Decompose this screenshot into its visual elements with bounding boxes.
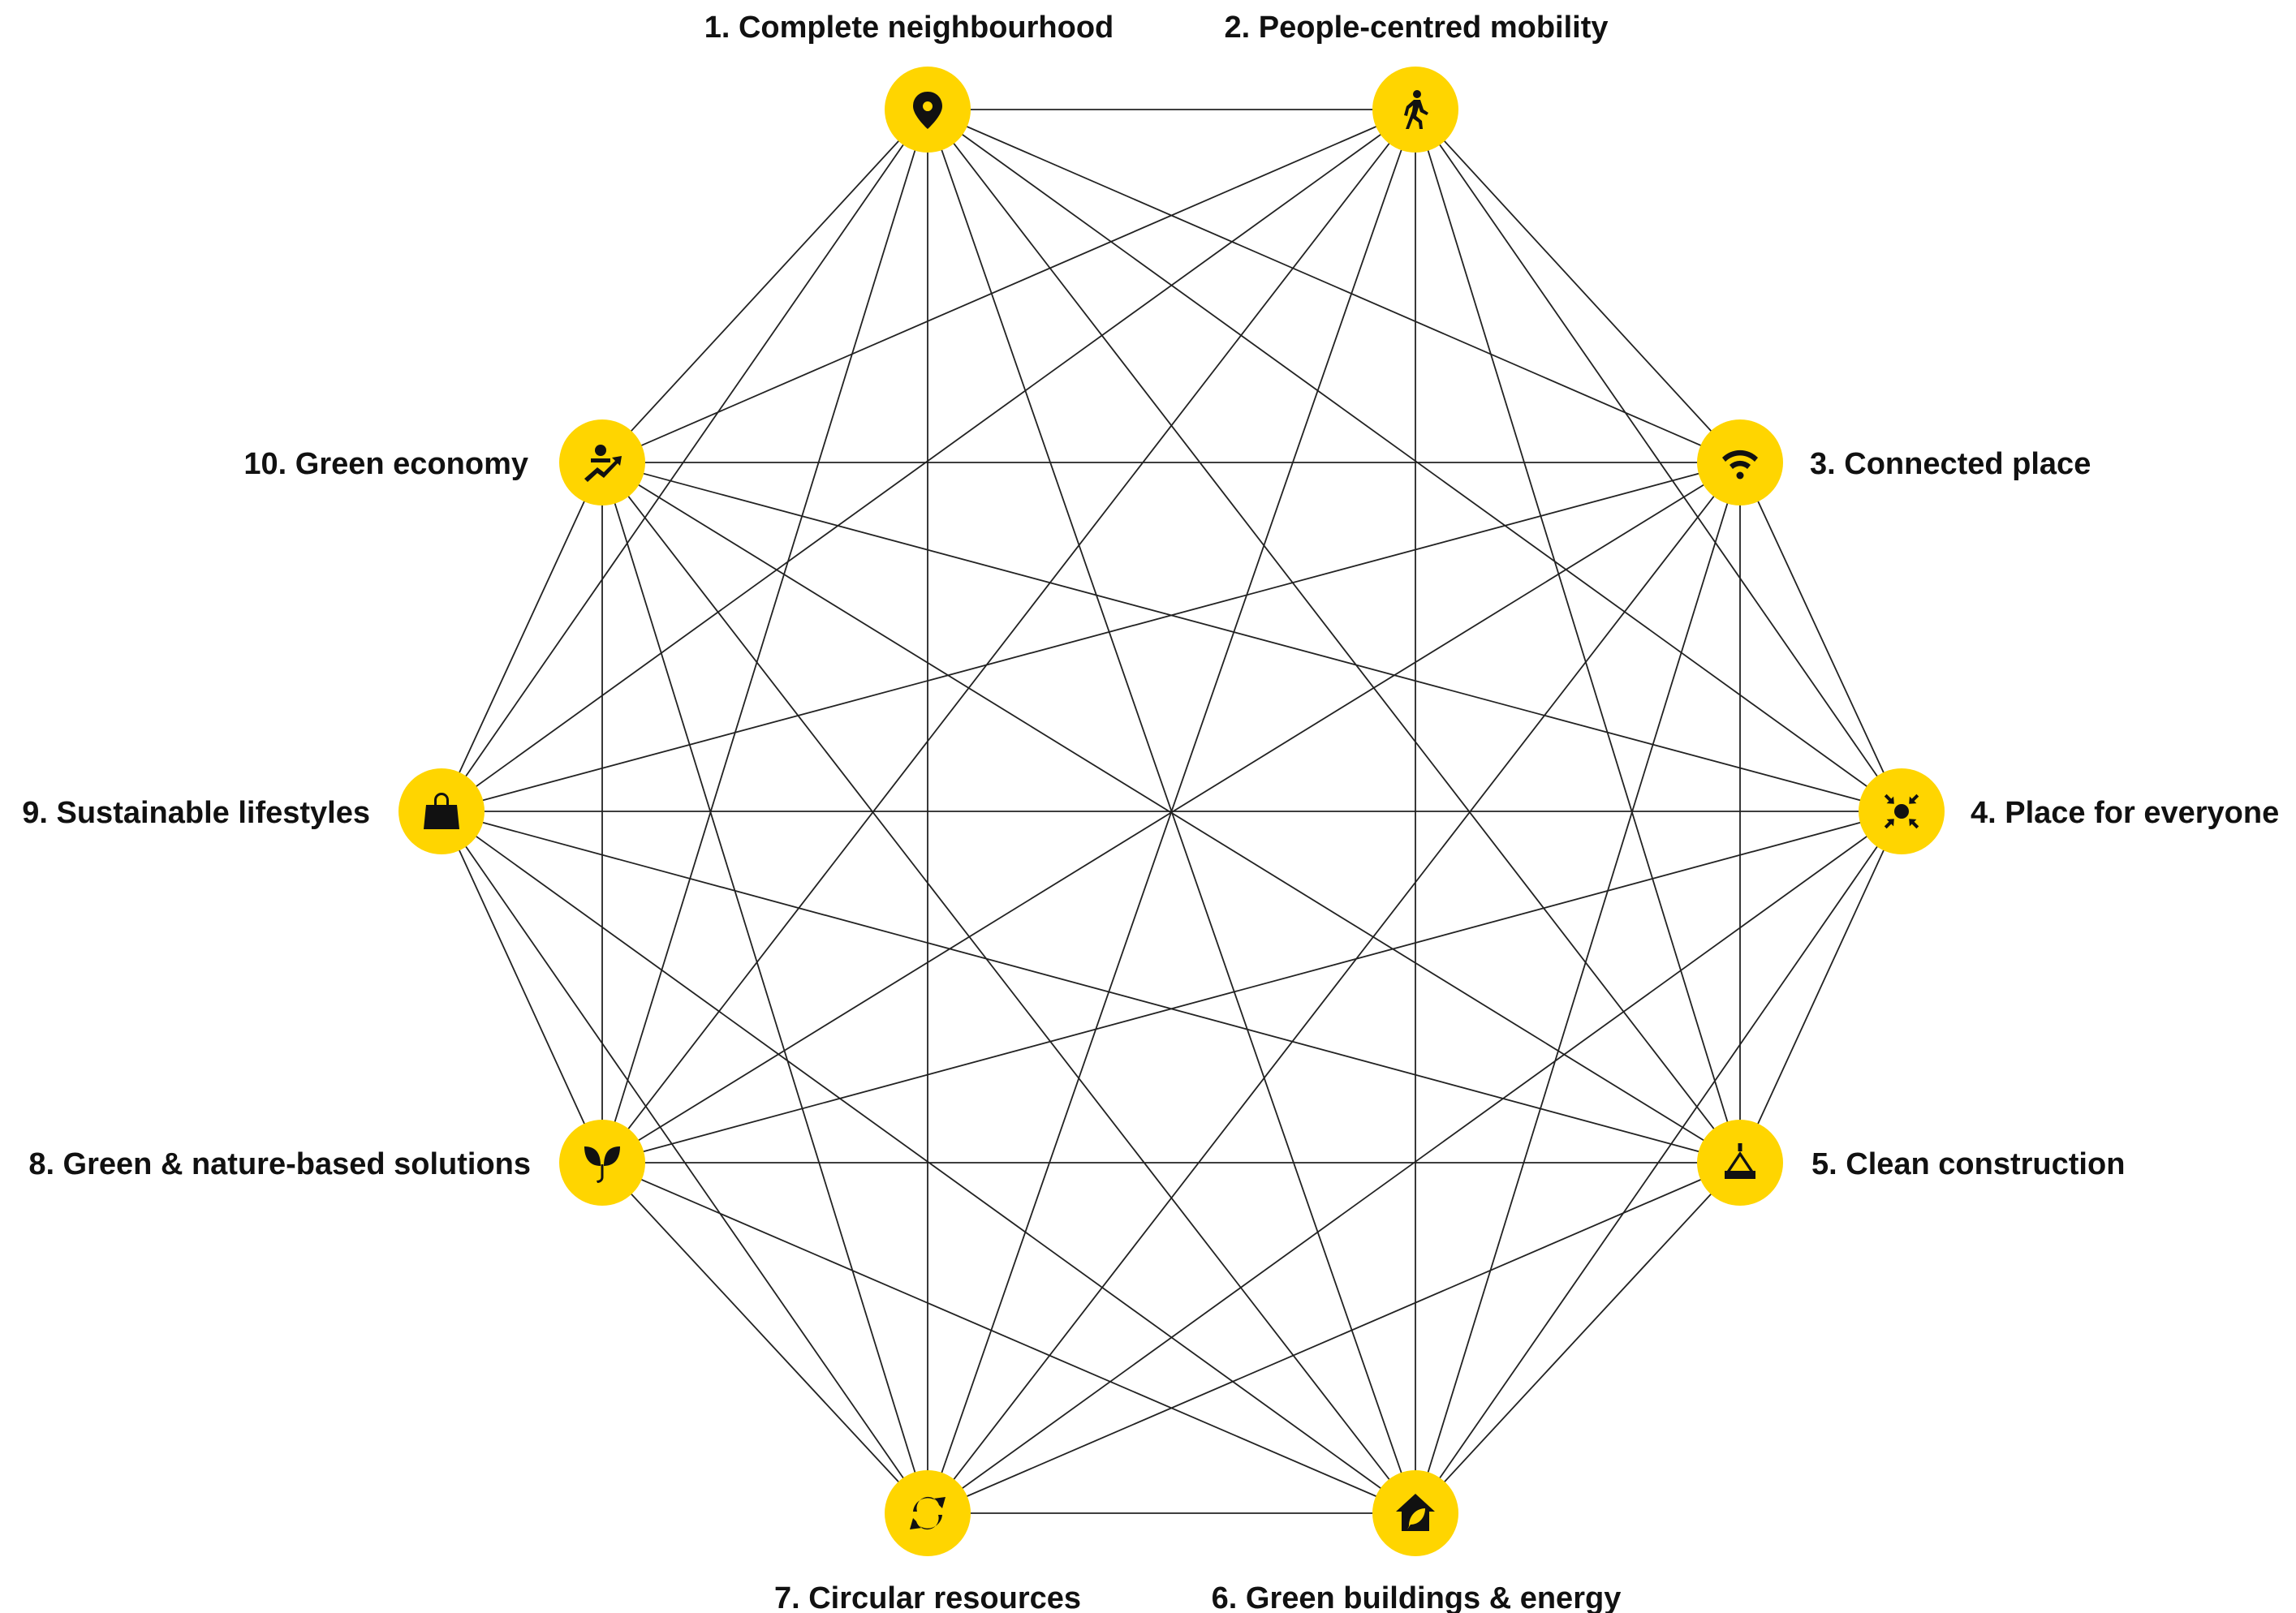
connection-line-8-9 — [441, 811, 603, 1164]
node-circular-resources: 7. Circular resources — [774, 1470, 1081, 1613]
connection-line-1-3 — [927, 109, 1741, 463]
node-label: 1. Complete neighbourhood — [704, 11, 1114, 45]
connection-line-1-10 — [601, 109, 928, 463]
node-place-for-everyone: 4. Place for everyone — [1859, 768, 2279, 854]
connection-line-1-5 — [927, 109, 1741, 1164]
node-label: 8. Green & nature-based solutions — [28, 1147, 531, 1181]
connection-line-3-9 — [441, 462, 1741, 812]
growth-person-icon — [584, 445, 622, 482]
connection-line-5-7 — [927, 1162, 1741, 1514]
connection-line-1-8 — [601, 109, 928, 1164]
node-sustainable-lifestyles: 9. Sustainable lifestyles — [22, 768, 485, 854]
node-label: 10. Green economy — [243, 447, 528, 481]
converging-arrows-icon — [1884, 794, 1919, 829]
connection-line-2-9 — [441, 109, 1416, 812]
connection-line-2-4 — [1415, 109, 1902, 812]
node-label: 2. People-centred mobility — [1225, 11, 1609, 45]
connection-line-4-5 — [1739, 811, 1902, 1164]
sprout-icon — [584, 1146, 620, 1183]
node-connected-place: 3. Connected place — [1697, 419, 2091, 505]
green-house-icon — [1396, 1494, 1435, 1531]
connection-line-5-9 — [441, 811, 1741, 1164]
connection-line-1-4 — [927, 109, 1902, 812]
connection-line-6-10 — [601, 462, 1416, 1514]
connection-line-3-4 — [1739, 462, 1902, 812]
connection-line-5-6 — [1415, 1162, 1741, 1514]
node-green-nature-based-solutions: 8. Green & nature-based solutions — [28, 1120, 645, 1206]
recycle-arrows-icon — [910, 1496, 946, 1530]
node-green-economy: 10. Green economy — [243, 419, 645, 505]
map-pin-icon — [913, 92, 942, 129]
connection-line-6-8 — [601, 1162, 1416, 1514]
node-label: 3. Connected place — [1810, 447, 2091, 481]
connection-line-9-10 — [441, 462, 603, 812]
connection-line-3-6 — [1415, 462, 1741, 1514]
node-label: 4. Place for everyone — [1971, 796, 2279, 830]
connection-line-6-9 — [441, 811, 1416, 1514]
connection-line-7-10 — [601, 462, 928, 1514]
crane-hook-icon — [1725, 1143, 1755, 1179]
connection-line-2-3 — [1415, 109, 1741, 463]
node-clean-construction: 5. Clean construction — [1697, 1120, 2125, 1206]
node-label: 6. Green buildings & energy — [1212, 1581, 1622, 1613]
node-label: 9. Sustainable lifestyles — [22, 796, 370, 830]
connection-line-7-8 — [601, 1162, 928, 1514]
node-label: 7. Circular resources — [774, 1581, 1081, 1613]
connection-line-4-10 — [601, 462, 1902, 812]
connection-line-7-9 — [441, 811, 928, 1514]
node-complete-neighbourhood: 1. Complete neighbourhood — [704, 11, 1114, 153]
shopping-bag-icon — [424, 793, 459, 829]
node-label: 5. Clean construction — [1811, 1147, 2125, 1181]
wifi-icon — [1722, 449, 1758, 480]
connection-line-2-8 — [601, 109, 1416, 1164]
connection-line-2-5 — [1415, 109, 1741, 1164]
connection-line-5-10 — [601, 462, 1741, 1164]
node-people-centred-mobility: 2. People-centred mobility — [1225, 11, 1609, 153]
connection-line-3-7 — [927, 462, 1741, 1514]
walking-person-icon — [1404, 90, 1428, 129]
connection-line-2-10 — [601, 109, 1416, 463]
node-green-buildings-energy: 6. Green buildings & energy — [1212, 1470, 1622, 1613]
connection-line-1-9 — [441, 109, 928, 812]
connection-line-4-8 — [601, 811, 1902, 1164]
connection-lines — [441, 109, 1902, 1514]
